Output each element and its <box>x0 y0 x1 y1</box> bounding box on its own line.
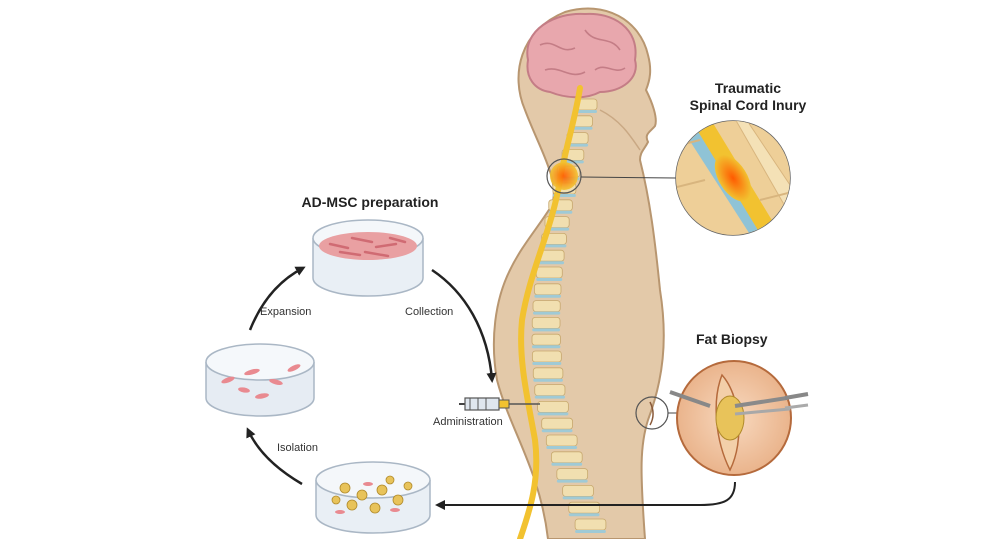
collection-label: Collection <box>405 306 454 318</box>
forceps-handle <box>784 392 809 400</box>
intervertebral-disc <box>575 530 606 533</box>
intervertebral-disc <box>537 412 569 416</box>
vertebra <box>535 266 563 279</box>
injury-inset <box>675 120 791 236</box>
forceps-handle-2 <box>784 403 809 410</box>
vertebra <box>531 316 561 329</box>
injury-site-marker <box>550 162 578 190</box>
traumatic-sci-title: Traumatic Spinal Cord Inury <box>678 80 818 114</box>
vertebra <box>562 484 594 497</box>
human-silhouette-icon <box>492 7 665 539</box>
vertebra <box>533 283 562 296</box>
biopsy-incision <box>649 401 654 426</box>
vertebra <box>541 417 573 430</box>
vertebra <box>574 518 607 531</box>
injury-callout-line <box>580 176 677 179</box>
intervertebral-disc <box>562 496 594 500</box>
biopsy-to-isolation-arrow <box>435 481 736 510</box>
collection-arrow <box>431 268 497 383</box>
intervertebral-disc <box>532 362 562 365</box>
vertebra <box>550 451 583 464</box>
intervertebral-disc <box>532 328 561 332</box>
intervertebral-disc <box>538 261 565 265</box>
petri-dish-left <box>205 343 315 417</box>
intervertebral-disc <box>534 395 565 399</box>
vertebra <box>545 434 578 447</box>
vertebra <box>532 367 564 380</box>
vertebra <box>537 400 569 413</box>
petri-dish-bottom <box>315 461 431 534</box>
intervertebral-disc <box>571 126 593 130</box>
vertebra <box>531 333 561 346</box>
petri-dish-top <box>312 219 424 297</box>
vertebra <box>531 350 562 363</box>
vertebra <box>568 501 600 514</box>
intervertebral-disc <box>546 446 578 449</box>
intervertebral-disc <box>533 311 561 315</box>
brain-icon <box>526 12 637 99</box>
intervertebral-disc <box>551 462 583 466</box>
intervertebral-disc <box>532 345 561 349</box>
vertebra <box>556 468 589 481</box>
intervertebral-disc <box>566 143 589 147</box>
forceps-left <box>669 390 711 408</box>
vertebra <box>534 384 566 397</box>
intervertebral-disc <box>568 513 600 517</box>
intervertebral-disc <box>534 294 561 298</box>
fat-biopsy-title: Fat Biopsy <box>696 331 768 347</box>
traumatic-label-line2: Spinal Cord Inury <box>689 97 807 113</box>
biopsy-inset <box>676 360 792 476</box>
intervertebral-disc <box>536 278 563 281</box>
expansion-arrow <box>248 266 306 331</box>
intervertebral-disc <box>533 378 563 382</box>
intervertebral-disc <box>556 479 588 483</box>
spinal-cord <box>517 85 583 539</box>
intervertebral-disc <box>541 244 567 248</box>
traumatic-label-line1: Traumatic <box>714 80 782 96</box>
isolation-label: Isolation <box>277 442 318 454</box>
injury-site-circle <box>546 158 582 194</box>
intervertebral-disc <box>541 429 573 433</box>
ad-msc-preparation-title: AD-MSC preparation <box>301 194 439 210</box>
vertebra <box>532 300 561 313</box>
fat-tissue <box>715 395 745 441</box>
intervertebral-disc <box>577 110 597 113</box>
expansion-label: Expansion <box>260 306 312 318</box>
syringe-icon <box>459 397 540 411</box>
isolation-arrow <box>246 427 303 486</box>
administration-label: Administration <box>433 416 503 428</box>
